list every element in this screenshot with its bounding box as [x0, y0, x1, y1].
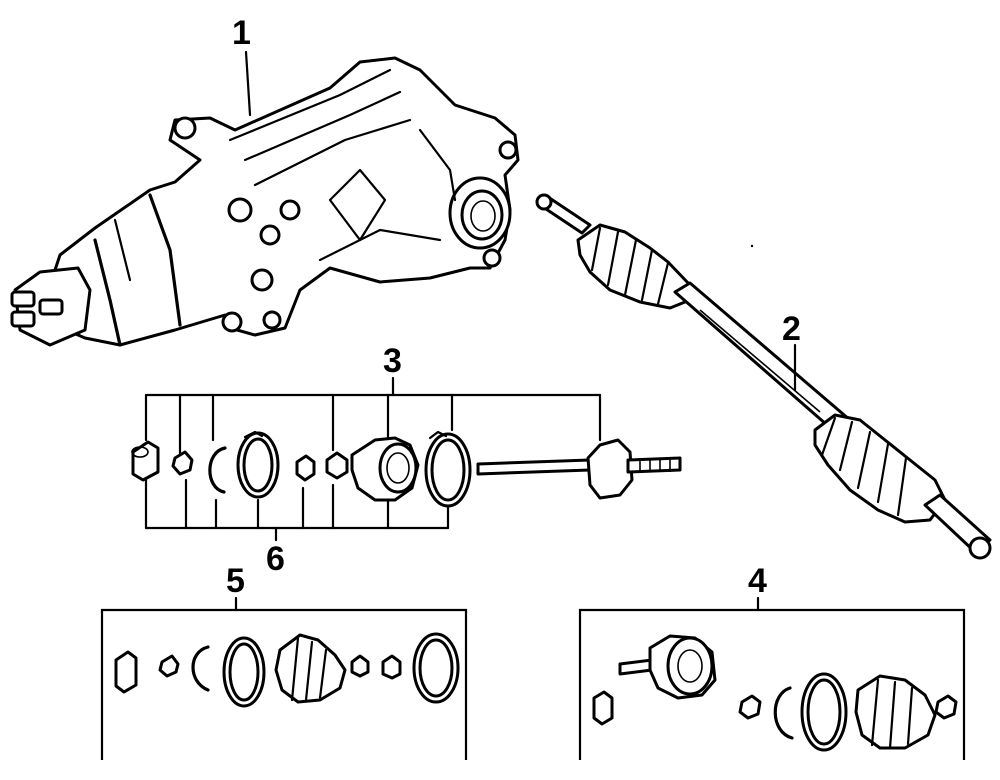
boot-clamp-icon[interactable] — [236, 430, 280, 499]
callout-5[interactable]: 5 — [226, 562, 245, 600]
boot-kit-box — [100, 596, 468, 760]
nut-icon[interactable] — [171, 450, 194, 476]
callout-1[interactable]: 1 — [232, 14, 251, 52]
retainer-ring-icon[interactable] — [295, 454, 316, 482]
boot-clamp-large-icon[interactable] — [424, 430, 472, 508]
inner-joint-kit-components — [144, 376, 602, 542]
snap-ring-icon[interactable] — [208, 446, 227, 494]
leader-line-1 — [244, 50, 252, 117]
axle-shaft-assembly-icon[interactable] — [535, 193, 992, 560]
inner-cv-joint-icon[interactable] — [476, 438, 682, 500]
bushing-icon[interactable] — [325, 451, 349, 480]
callout-4[interactable]: 4 — [748, 562, 767, 600]
callout-3[interactable]: 3 — [383, 342, 402, 380]
differential-carrier-icon[interactable] — [10, 56, 520, 347]
outer-joint-kit-icon[interactable] — [592, 634, 958, 752]
callout-2[interactable]: 2 — [782, 310, 801, 348]
inner-boot-icon[interactable] — [350, 436, 420, 502]
callout-6[interactable]: 6 — [266, 540, 285, 578]
boot-kit-icon[interactable] — [114, 632, 460, 708]
outer-joint-kit-box — [578, 596, 966, 760]
grease-cap-icon[interactable] — [131, 440, 160, 482]
